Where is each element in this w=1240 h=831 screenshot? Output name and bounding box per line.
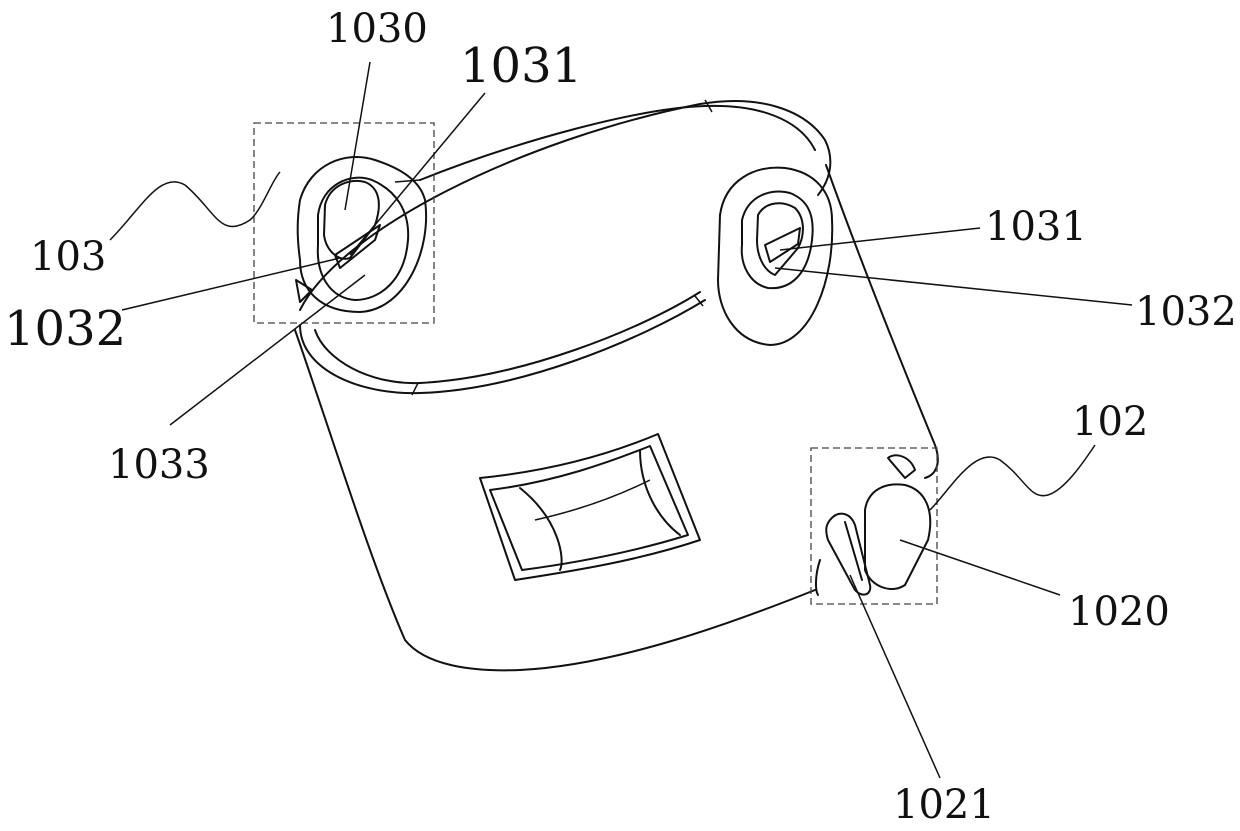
body-right-side xyxy=(826,165,938,478)
right-lug-notch xyxy=(765,228,800,262)
left-lug-hole xyxy=(324,181,379,259)
label-1030: 1030 xyxy=(326,6,428,52)
hook-edge xyxy=(816,560,820,595)
right-hook xyxy=(816,455,930,595)
leader-1020 xyxy=(900,540,1060,595)
hook-slot xyxy=(845,522,862,580)
body-left-bottom xyxy=(295,330,815,670)
label-1031-top: 1031 xyxy=(460,38,582,94)
leader-1031-top xyxy=(350,93,485,255)
top-rim-front-inner xyxy=(315,292,700,383)
label-102: 102 xyxy=(1072,399,1148,445)
window-curve-left xyxy=(520,488,562,570)
leader-1030 xyxy=(345,62,370,210)
left-lug xyxy=(296,157,426,312)
leader-1033 xyxy=(170,275,365,425)
label-1031-right: 1031 xyxy=(985,204,1087,250)
window-contour xyxy=(535,480,650,520)
hook-jaw xyxy=(826,514,870,595)
right-lug xyxy=(718,168,832,345)
leader-1032-right xyxy=(775,268,1132,305)
label-1033: 1033 xyxy=(108,442,210,488)
top-rim-inner xyxy=(420,106,815,180)
label-1021: 1021 xyxy=(893,782,995,826)
top-rim-front-outer xyxy=(300,300,705,393)
left-lug-outline xyxy=(298,157,426,312)
central-window xyxy=(480,434,700,580)
leader-102 xyxy=(930,445,1095,510)
label-1032-right: 1032 xyxy=(1135,289,1237,335)
cylinder-body xyxy=(295,100,938,670)
label-1020: 1020 xyxy=(1068,589,1170,635)
left-lug-edge xyxy=(395,180,420,182)
label-103: 103 xyxy=(30,234,106,280)
label-1032-left: 1032 xyxy=(4,301,126,357)
leader-1032-left xyxy=(122,258,340,310)
leader-1021 xyxy=(850,575,940,778)
hook-top-tab xyxy=(888,455,915,478)
leader-lines xyxy=(110,62,1132,778)
hook-body xyxy=(865,484,930,589)
callout-box-102 xyxy=(811,448,937,604)
leader-1031-right xyxy=(780,228,980,250)
window-curve-right xyxy=(640,450,680,535)
right-lug-outline xyxy=(718,168,832,345)
right-lug-hole xyxy=(757,203,803,275)
